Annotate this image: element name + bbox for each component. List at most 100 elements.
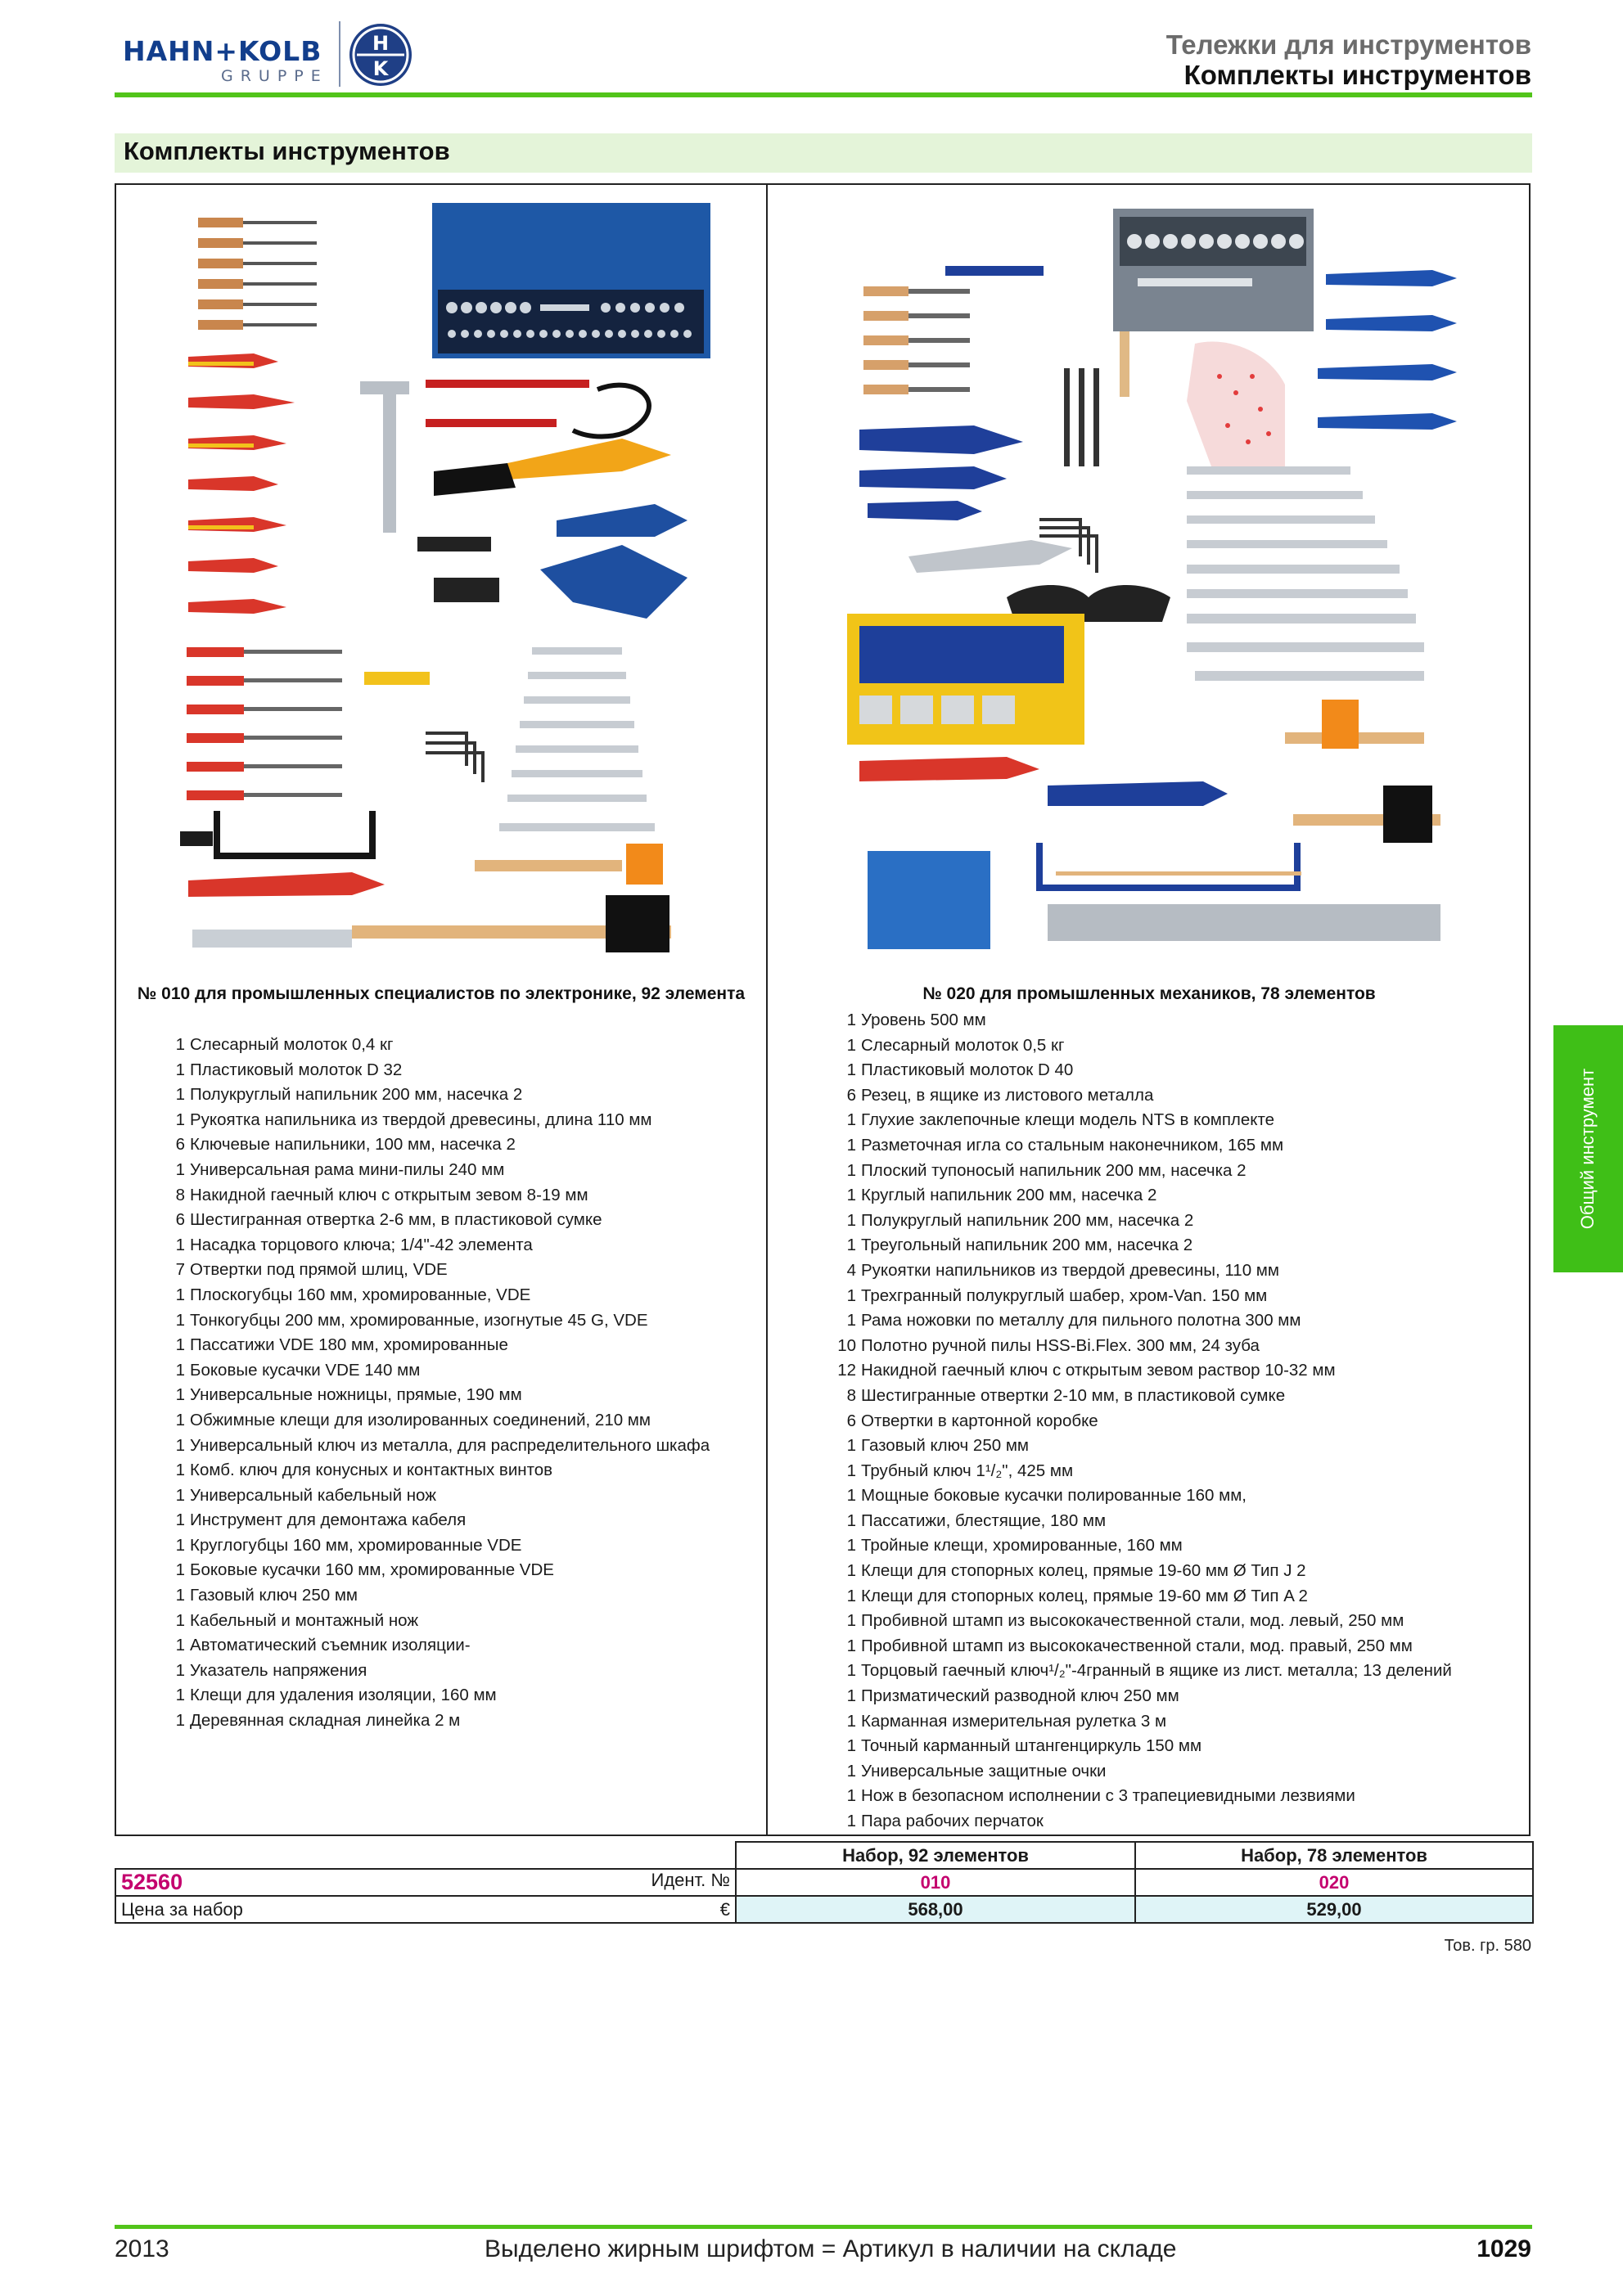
item-description: Тройные клещи, хромированные, 160 мм bbox=[861, 1536, 1183, 1555]
item-quantity: 1 bbox=[175, 1110, 185, 1129]
marker-tool-icon bbox=[945, 266, 1044, 276]
work-gloves-icon bbox=[1187, 341, 1285, 466]
hacksaw-icon bbox=[1036, 843, 1301, 891]
item-description: Универсальные защитные очки bbox=[861, 1761, 1107, 1781]
item-quantity: 1 bbox=[846, 1686, 856, 1706]
tool-set-010-photo bbox=[180, 203, 710, 952]
list-item: 1 Слесарный молоток 0,4 кг bbox=[151, 1033, 710, 1058]
item-description: Шестигранные отвертки 2-10 мм, в пластик… bbox=[861, 1385, 1286, 1405]
item-description: Мощные боковые кусачки полированные 160 … bbox=[861, 1486, 1247, 1506]
item-description: Клещи для стопорных колец, прямые 19-60 … bbox=[861, 1561, 1306, 1581]
item-description: Рукоятка напильника из твердой древесины… bbox=[190, 1110, 652, 1129]
vde-screwdriver-icon bbox=[187, 647, 342, 800]
item-quantity: 1 bbox=[175, 1560, 185, 1580]
item-description: Насадка торцового ключа; 1/4"-42 элемент… bbox=[190, 1235, 533, 1254]
water-pump-pliers-icon bbox=[859, 757, 1039, 781]
item-description: Шестигранная отвертка 2-6 мм, в пластико… bbox=[190, 1210, 602, 1230]
ident-label: Идент. № bbox=[651, 1870, 731, 1890]
hex-keys-icon bbox=[426, 732, 485, 782]
item-quantity: 8 bbox=[175, 1185, 185, 1204]
item-description: Пара рабочих перчаток bbox=[861, 1812, 1044, 1830]
svg-text:K: K bbox=[373, 57, 390, 80]
item-quantity: 1 bbox=[175, 1535, 185, 1555]
item-quantity: 12 bbox=[837, 1361, 856, 1380]
pipe-wrench-icon bbox=[1048, 781, 1228, 806]
safety-glasses-icon bbox=[1007, 585, 1170, 622]
item-description: Универсальный кабельный нож bbox=[190, 1485, 436, 1505]
wrench-set-icon bbox=[1187, 466, 1424, 681]
article-number[interactable]: 52560 bbox=[121, 1870, 183, 1894]
item-quantity: 1 bbox=[846, 1110, 856, 1130]
product-group: Тов. гр. 580 bbox=[1444, 1937, 1531, 1955]
socket-case-icon bbox=[432, 203, 710, 358]
item-description: Слесарный молоток 0,4 кг bbox=[190, 1035, 394, 1054]
order-header-set-010: Набор, 92 элементов bbox=[735, 1841, 1136, 1870]
item-quantity: 1 bbox=[175, 1310, 185, 1330]
item-description: Боковые кусачки VDE 140 мм bbox=[190, 1360, 421, 1380]
order-table: Набор, 92 элементов Набор, 78 элементов … bbox=[115, 1841, 1534, 1924]
item-quantity: 1 bbox=[846, 1761, 856, 1781]
item-description: Полукруглый напильник 200 мм, насечка 2 bbox=[861, 1210, 1194, 1230]
item-quantity: 1 bbox=[846, 1561, 856, 1581]
item-quantity: 1 bbox=[846, 1536, 856, 1555]
item-description: Полукруглый напильник 200 мм, насечка 2 bbox=[190, 1085, 523, 1105]
item-description: Обжимные клещи для изолированных соедине… bbox=[190, 1410, 651, 1429]
wire-stripper-icon bbox=[417, 439, 688, 619]
voltage-tester-icon bbox=[426, 380, 651, 439]
item-quantity: 6 bbox=[846, 1411, 856, 1430]
item-description: Полотно ручной пилы HSS-Bi.Flex. 300 мм,… bbox=[861, 1335, 1260, 1355]
list-item: 6 Отвертки в картонной коробке bbox=[810, 1409, 1452, 1434]
price-set-010: 568,00 bbox=[735, 1895, 1136, 1924]
footer-legend: Выделено жирным шрифтом = Артикул в нали… bbox=[485, 2235, 1177, 2262]
pliers-icon bbox=[188, 353, 295, 614]
item-description: Тонкогубцы 200 мм, хромированные, изогну… bbox=[190, 1310, 648, 1330]
item-description: Круглый напильник 200 мм, насечка 2 bbox=[861, 1186, 1157, 1205]
ident-set-020[interactable]: 020 bbox=[1134, 1868, 1534, 1897]
item-quantity: 1 bbox=[846, 1711, 856, 1731]
locking-pliers-icon bbox=[908, 540, 1072, 573]
item-description: Кабельный и монтажный нож bbox=[190, 1610, 419, 1630]
item-description: Плоскогубцы 160 мм, хромированные, VDE bbox=[190, 1285, 531, 1304]
item-quantity: 4 bbox=[846, 1260, 856, 1280]
item-quantity: 1 bbox=[846, 1311, 856, 1330]
side-tab[interactable] bbox=[1553, 1025, 1623, 1272]
svg-text:H: H bbox=[372, 32, 389, 55]
chisel-box-icon bbox=[868, 851, 990, 949]
item-description: Газовый ключ 250 мм bbox=[861, 1436, 1030, 1456]
hex-keys-icon bbox=[1039, 518, 1098, 573]
ident-set-010[interactable]: 010 bbox=[735, 1868, 1136, 1897]
item-quantity: 1 bbox=[846, 1035, 856, 1055]
spirit-level-icon bbox=[1048, 904, 1440, 941]
item-quantity: 1 bbox=[175, 1285, 185, 1304]
set-010-title: № 010 для промышленных специалистов по э… bbox=[137, 984, 746, 1003]
item-description: Отвертки под прямой шлиц, VDE bbox=[190, 1260, 448, 1280]
wrench-set-icon bbox=[499, 647, 655, 831]
item-quantity: 1 bbox=[846, 1736, 856, 1756]
item-description: Отвертки в картонной коробке bbox=[861, 1411, 1098, 1430]
item-description: Трубный ключ 1¹/₂", 425 мм bbox=[861, 1461, 1074, 1480]
item-quantity: 1 bbox=[175, 1035, 185, 1054]
